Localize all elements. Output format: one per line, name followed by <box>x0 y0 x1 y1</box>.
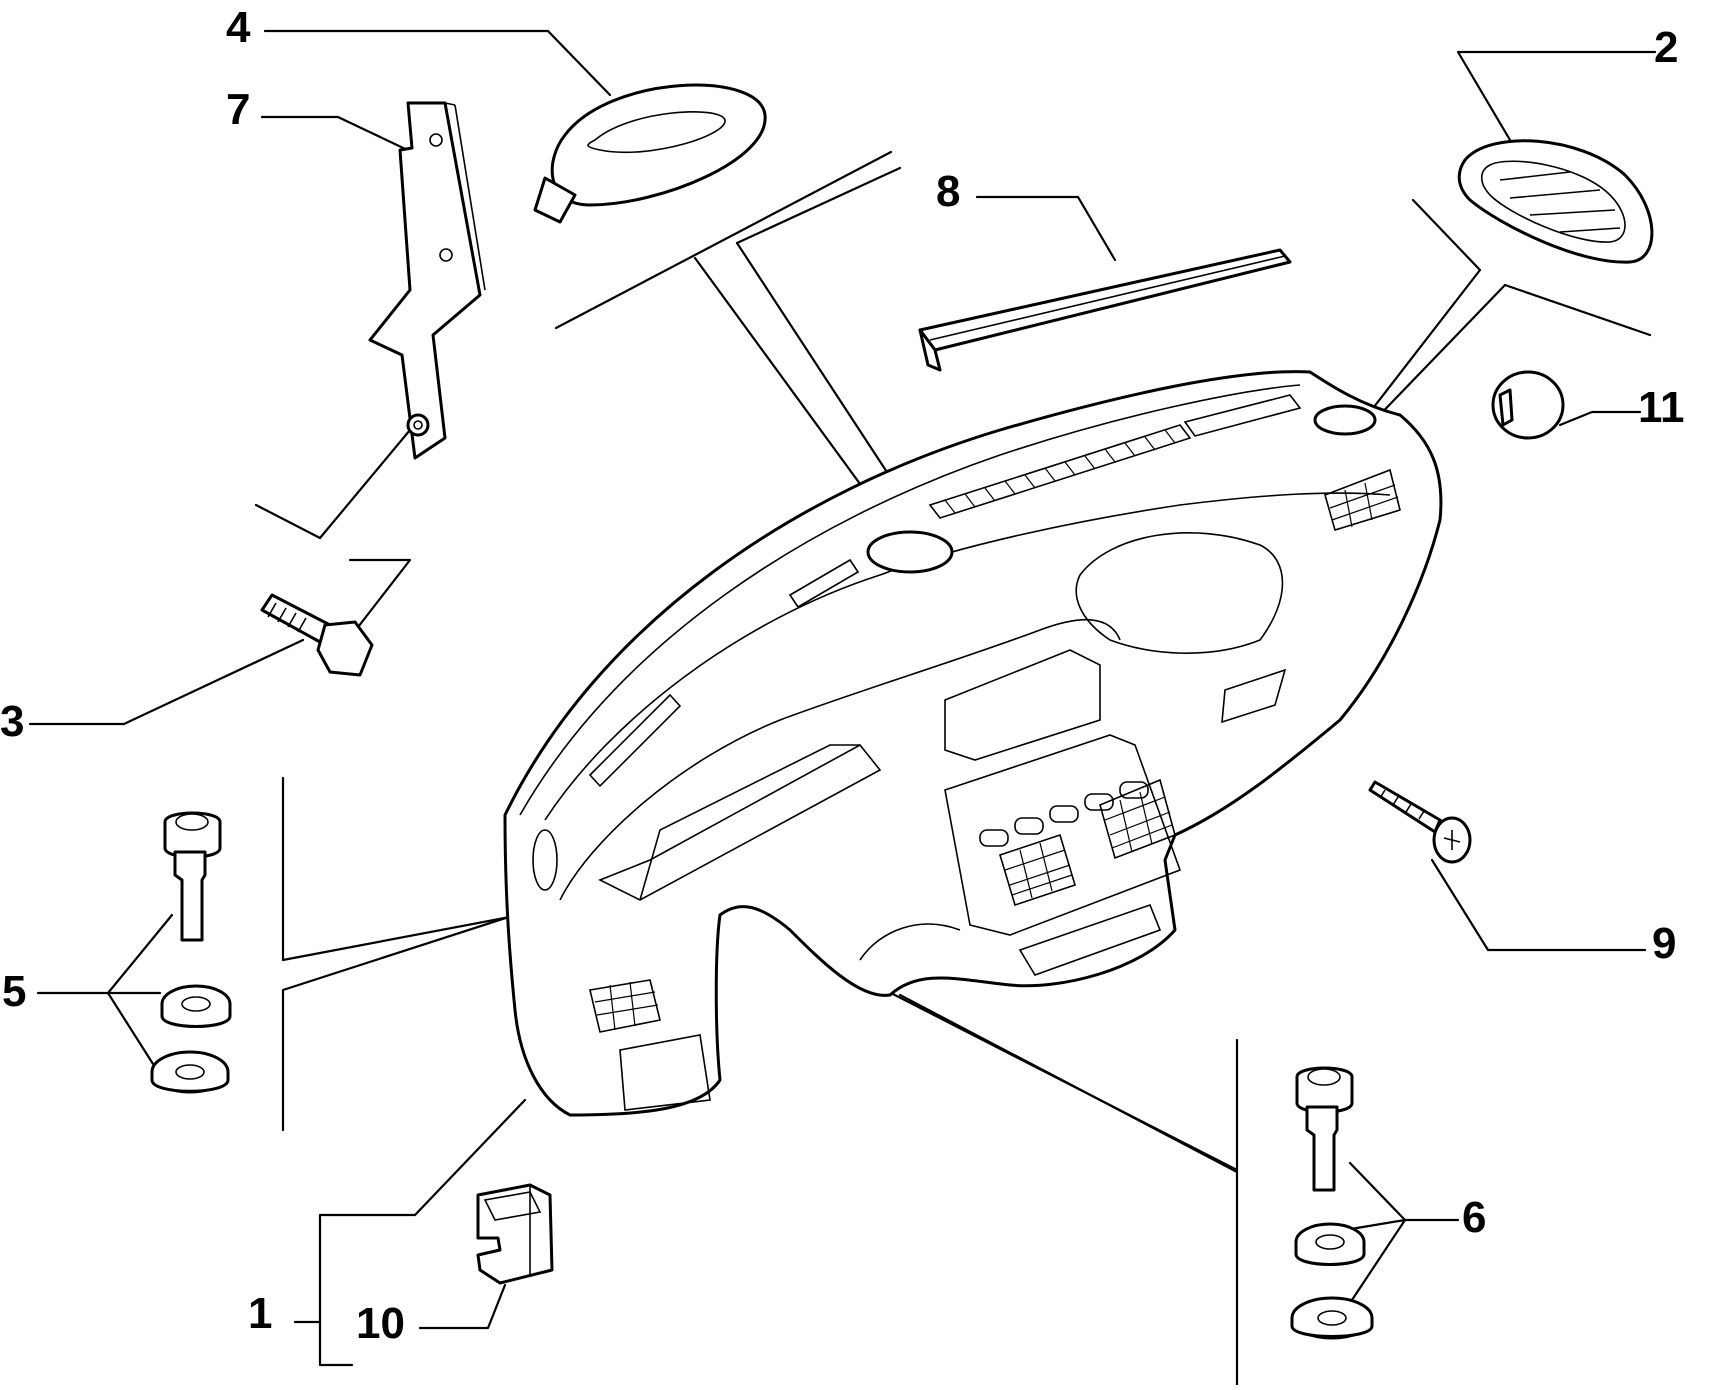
callout-2: 2 <box>1654 23 1679 72</box>
bolt-part-3 <box>260 593 374 677</box>
trim-strip-part-8 <box>918 248 1292 372</box>
vent-cover-part-2 <box>1457 139 1654 264</box>
plug-part-11 <box>1491 370 1565 440</box>
screw-part-9 <box>1368 780 1472 864</box>
screw-washers-part-6 <box>1290 1066 1374 1340</box>
callout-10: 10 <box>356 1299 405 1348</box>
callout-11: 11 <box>1638 383 1685 432</box>
dashboard-part-1 <box>503 370 1443 1117</box>
screw-washers-part-5 <box>150 811 232 1094</box>
callout-7: 7 <box>226 85 251 134</box>
callout-9: 9 <box>1652 919 1677 968</box>
end-cap-part-4 <box>533 83 767 224</box>
callout-4: 4 <box>226 3 251 52</box>
clip-part-10 <box>476 1183 554 1285</box>
callout-8: 8 <box>936 167 961 216</box>
bracket-part-7 <box>368 101 486 460</box>
callout-6: 6 <box>1462 1193 1487 1242</box>
callout-5: 5 <box>2 967 27 1016</box>
leader-lines <box>28 29 1657 1387</box>
callout-3: 3 <box>0 697 25 746</box>
callout-1: 1 <box>248 1289 273 1338</box>
